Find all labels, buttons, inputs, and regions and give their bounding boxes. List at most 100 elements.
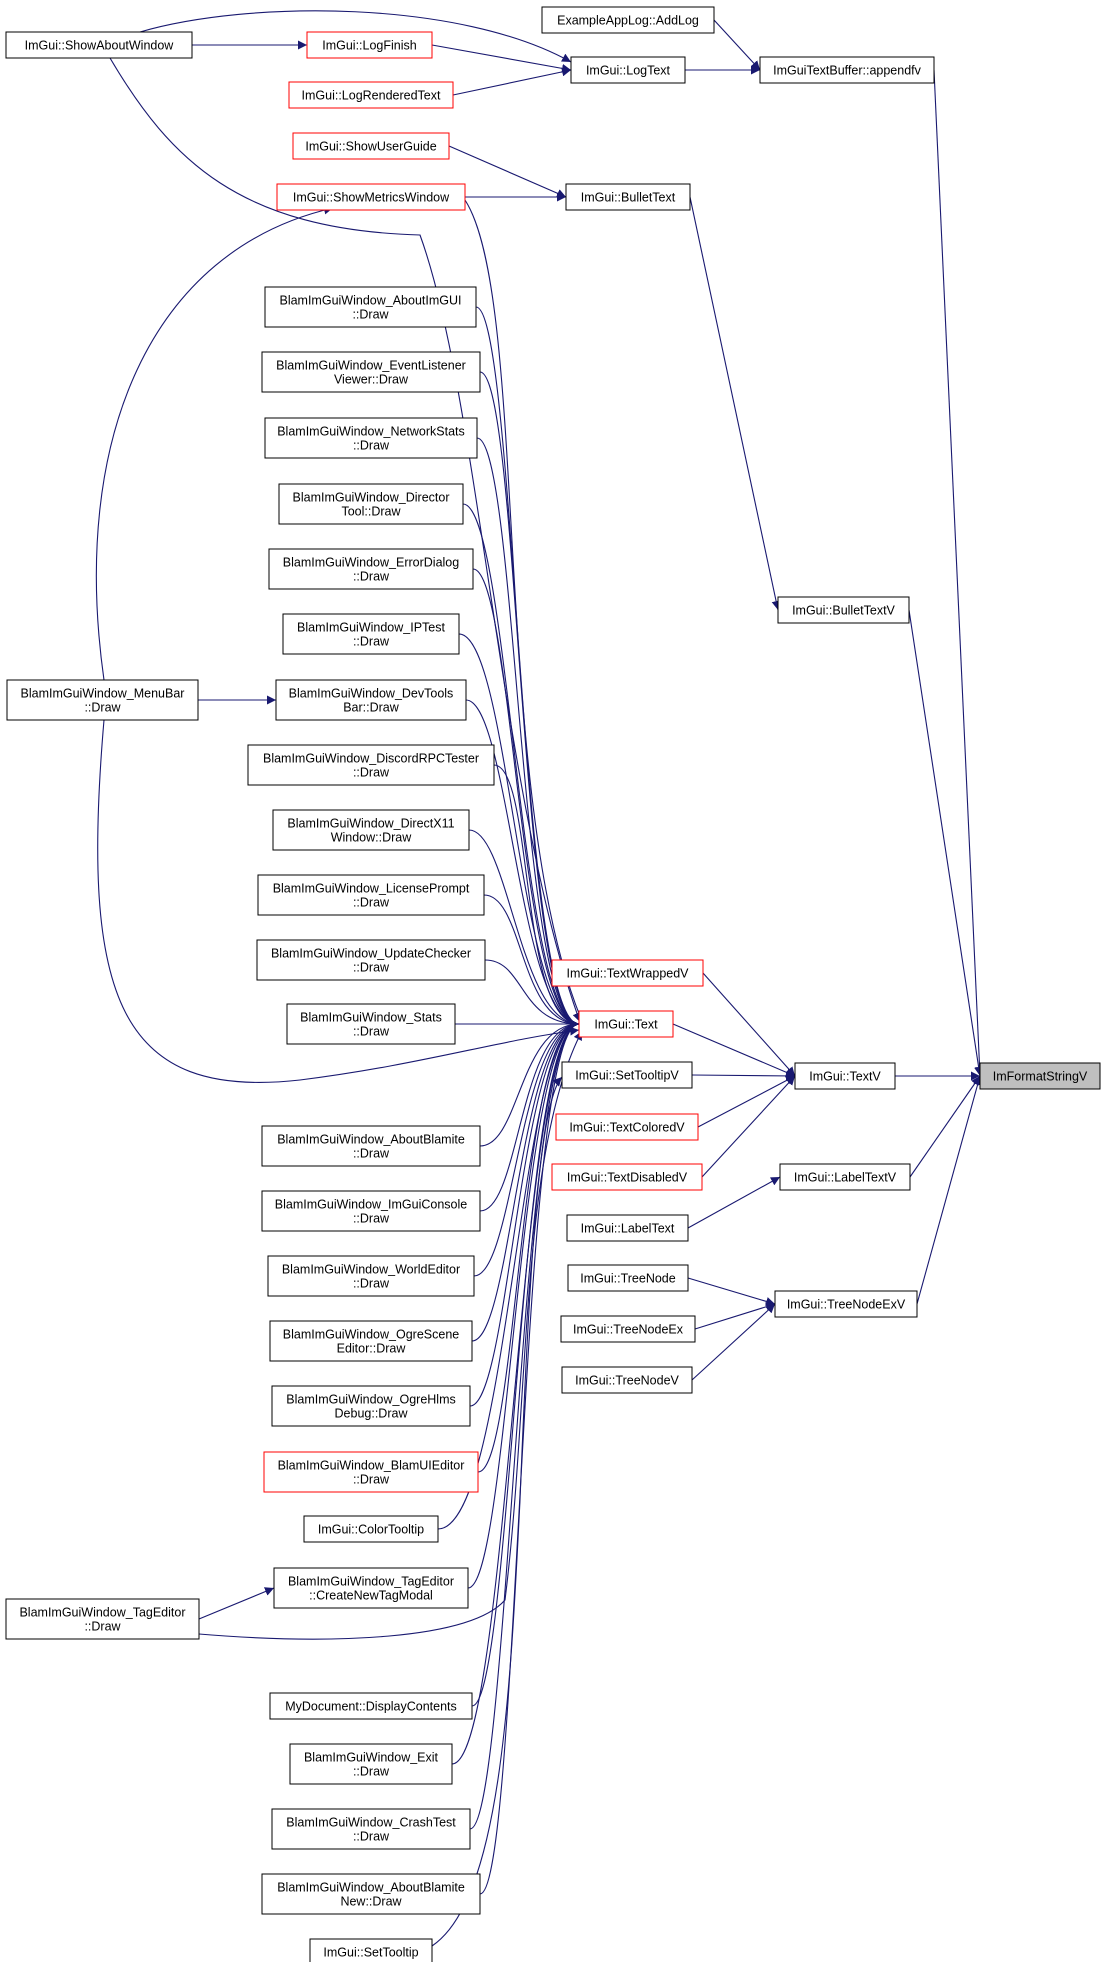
- node-textwrappedv[interactable]: ImGui::TextWrappedV: [551, 959, 704, 987]
- node-label: ::Draw: [353, 1025, 390, 1039]
- node-treenodev[interactable]: ImGui::TreeNodeV: [561, 1366, 693, 1394]
- node-box: [555, 1113, 699, 1141]
- node-stats[interactable]: BlamImGuiWindow_Stats::Draw: [286, 1003, 456, 1045]
- node-box: [570, 56, 686, 84]
- node-labeltextv[interactable]: ImGui::LabelTextV: [779, 1163, 911, 1191]
- edge-menubar-to-showmetricswindow: [95, 205, 334, 681]
- node-box: [261, 351, 481, 393]
- edge-textcoloredv-to-textv: [697, 1075, 796, 1128]
- edge-displaycontents-to-text: [471, 1019, 580, 1707]
- node-box: [261, 1190, 481, 1232]
- node-imformatstringv[interactable]: ImFormatStringV: [979, 1062, 1101, 1090]
- node-logfinish[interactable]: ImGui::LogFinish: [306, 31, 433, 59]
- node-errordialog[interactable]: BlamImGuiWindow_ErrorDialog::Draw: [268, 548, 474, 590]
- node-settooltip[interactable]: ImGui::SetTooltip: [309, 1938, 433, 1962]
- node-networkstats[interactable]: BlamImGuiWindow_NetworkStats::Draw: [264, 417, 478, 459]
- edge-menubar-to-text: [97, 719, 580, 1084]
- edge-tageditor-to-createnewtagmodal: [198, 1587, 275, 1620]
- node-iptest[interactable]: BlamImGuiWindow_IPTest::Draw: [282, 613, 460, 655]
- node-textcoloredv[interactable]: ImGui::TextColoredV: [555, 1113, 699, 1141]
- node-showaboutwindow[interactable]: ImGui::ShowAboutWindow: [5, 31, 193, 59]
- node-label: ImGui::LabelTextV: [794, 1171, 897, 1185]
- node-box: [303, 1515, 439, 1543]
- node-textdisabledv[interactable]: ImGui::TextDisabledV: [551, 1163, 703, 1191]
- node-box: [269, 1320, 473, 1362]
- node-box: [268, 548, 474, 590]
- node-labeltext[interactable]: ImGui::LabelText: [566, 1214, 689, 1242]
- node-label: ::Draw: [84, 701, 121, 715]
- edge-exit-to-text: [451, 1019, 580, 1765]
- node-box: [779, 1163, 911, 1191]
- node-menubar[interactable]: BlamImGuiWindow_MenuBar::Draw: [6, 679, 199, 721]
- node-crashtest[interactable]: BlamImGuiWindow_CrashTest::Draw: [271, 1808, 471, 1850]
- node-exit[interactable]: BlamImGuiWindow_Exit::Draw: [289, 1743, 453, 1785]
- edge-treenodeexv-to-imformatstringv: [916, 1075, 982, 1305]
- node-createnewtagmodal[interactable]: BlamImGuiWindow_TagEditor::CreateNewTagM…: [273, 1567, 469, 1609]
- node-treenode[interactable]: ImGui::TreeNode: [567, 1264, 689, 1292]
- node-label: ImGui::SetTooltip: [323, 1946, 418, 1960]
- node-settooltipv[interactable]: ImGui::SetTooltipV: [561, 1061, 693, 1089]
- node-eventlistener[interactable]: BlamImGuiWindow_EventListenerViewer::Dra…: [261, 351, 481, 393]
- node-label: BlamImGuiWindow_Director: [293, 491, 450, 505]
- edge-aboutblamite-to-text: [479, 1019, 580, 1147]
- node-box: [306, 31, 433, 59]
- node-updatechecker[interactable]: BlamImGuiWindow_UpdateChecker::Draw: [256, 939, 486, 981]
- node-treenodeexv[interactable]: ImGui::TreeNodeExV: [774, 1290, 918, 1318]
- node-label: ::Draw: [353, 439, 390, 453]
- node-treenodeex[interactable]: ImGui::TreeNodeEx: [560, 1315, 696, 1343]
- node-label: BlamImGuiWindow_AboutImGUI: [279, 294, 461, 308]
- node-colortooltip[interactable]: ImGui::ColorTooltip: [303, 1515, 439, 1543]
- node-box: [288, 81, 454, 109]
- node-showmetricswindow[interactable]: ImGui::ShowMetricsWindow: [276, 183, 466, 211]
- node-licenseprompt[interactable]: BlamImGuiWindow_LicensePrompt::Draw: [257, 874, 485, 916]
- node-label: Tool::Draw: [341, 505, 401, 519]
- node-label: BlamImGuiWindow_ErrorDialog: [283, 556, 459, 570]
- node-box: [759, 56, 935, 84]
- node-bullettext[interactable]: ImGui::BulletText: [565, 183, 691, 211]
- node-label: ImGui::TextV: [809, 1070, 881, 1084]
- node-displaycontents[interactable]: MyDocument::DisplayContents: [269, 1692, 473, 1720]
- node-label: ImGui::TreeNodeExV: [787, 1298, 906, 1312]
- node-label: BlamImGuiWindow_AboutBlamite: [277, 1133, 465, 1147]
- node-textv[interactable]: ImGui::TextV: [794, 1062, 896, 1090]
- node-showuserguide[interactable]: ImGui::ShowUserGuide: [292, 132, 450, 160]
- node-tageditor[interactable]: BlamImGuiWindow_TagEditor::Draw: [5, 1598, 200, 1640]
- node-examplelog-addlog[interactable]: ExampleAppLog::AddLog: [541, 6, 715, 34]
- node-label: ::Draw: [353, 570, 390, 584]
- node-label: ImGui::Text: [594, 1018, 658, 1032]
- node-box: [269, 1692, 473, 1720]
- node-logtext[interactable]: ImGui::LogText: [570, 56, 686, 84]
- node-worldeditor[interactable]: BlamImGuiWindow_WorldEditor::Draw: [267, 1255, 475, 1297]
- node-label: Editor::Draw: [337, 1342, 407, 1356]
- node-discordrpc[interactable]: BlamImGuiWindow_DiscordRPCTester::Draw: [247, 744, 495, 786]
- node-bullettextv[interactable]: ImGui::BulletTextV: [777, 596, 910, 624]
- node-box: [261, 1873, 481, 1915]
- node-label: ImFormatStringV: [993, 1070, 1088, 1084]
- node-label: ::Draw: [353, 1830, 390, 1844]
- node-label: ::Draw: [353, 1765, 390, 1779]
- edge-logrenderedtext-to-logtext: [452, 67, 572, 96]
- node-box: [561, 1366, 693, 1394]
- node-aboutblamite[interactable]: BlamImGuiWindow_AboutBlamite::Draw: [261, 1125, 481, 1167]
- node-textbuf-appendfv[interactable]: ImGuiTextBuffer::appendfv: [759, 56, 935, 84]
- node-label: ImGui::BulletTextV: [792, 604, 895, 618]
- node-aboutimgui[interactable]: BlamImGuiWindow_AboutImGUI::Draw: [264, 286, 477, 328]
- edge-iptest-to-text: [458, 633, 580, 1029]
- node-box: [257, 874, 485, 916]
- edge-textwrappedv-to-textv: [702, 972, 796, 1077]
- node-label: ImGui::BulletText: [581, 191, 676, 205]
- node-text[interactable]: ImGui::Text: [578, 1010, 674, 1038]
- node-label: ::Draw: [353, 1277, 390, 1291]
- node-imguiconsole[interactable]: BlamImGuiWindow_ImGuiConsole::Draw: [261, 1190, 481, 1232]
- node-label: ::Draw: [353, 1147, 390, 1161]
- node-label: MyDocument::DisplayContents: [285, 1700, 457, 1714]
- node-logrenderedtext[interactable]: ImGui::LogRenderedText: [288, 81, 454, 109]
- node-label: BlamImGuiWindow_TagEditor: [288, 1575, 454, 1589]
- node-blamuieditor[interactable]: BlamImGuiWindow_BlamUIEditor::Draw: [263, 1451, 479, 1493]
